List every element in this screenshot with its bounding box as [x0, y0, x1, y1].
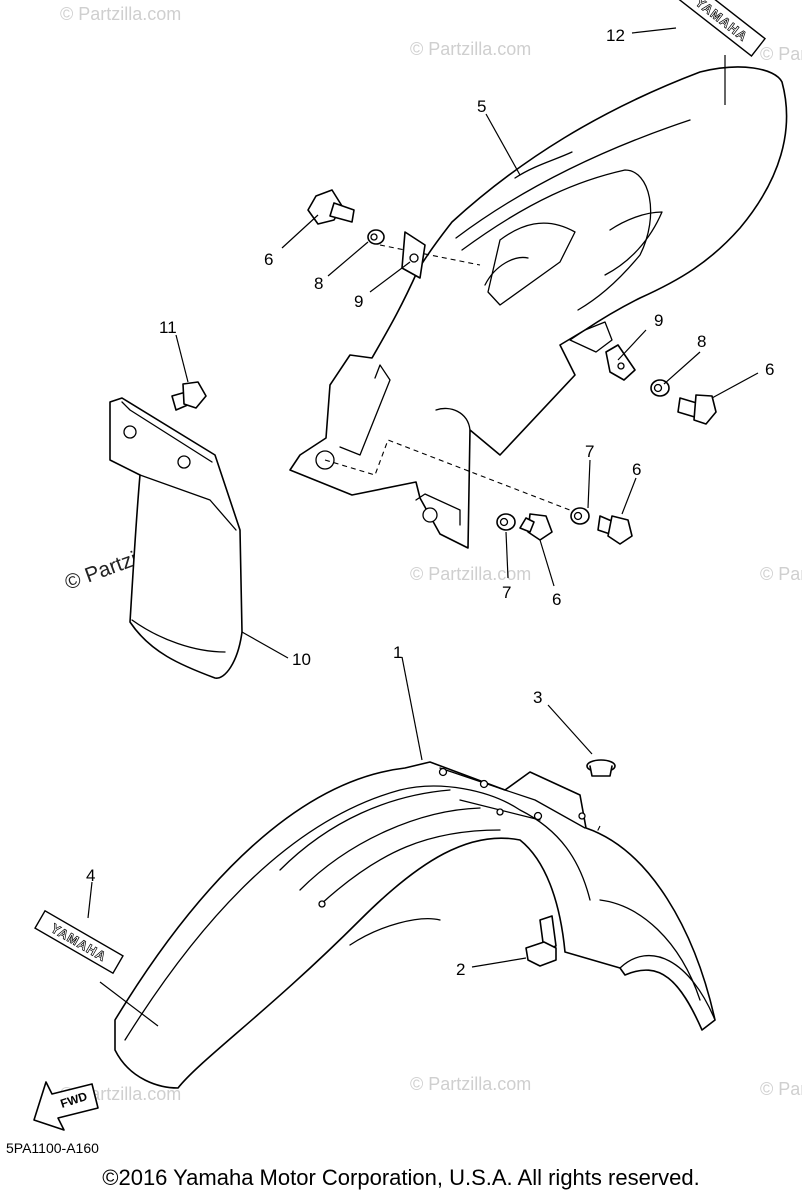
- callout-10: 10: [292, 650, 311, 669]
- callout-3: 3: [533, 688, 542, 707]
- bolt-2: [525, 915, 557, 967]
- diagram-code: 5PA1100-A160: [6, 1140, 99, 1156]
- callout-7: 7: [585, 442, 594, 461]
- callout-5: 5: [477, 97, 486, 116]
- watermark: © Partzilla.com: [410, 564, 531, 584]
- bolt-6-upper-left: [307, 189, 355, 225]
- watermark: © Partzilla.com: [410, 39, 531, 59]
- collar-8-left: [367, 229, 385, 245]
- nut-9-left: [401, 231, 426, 279]
- bolt-6-lower-right: [597, 515, 633, 545]
- forward-arrow-icon: FWD: [33, 1081, 99, 1131]
- watermark: © Partzilla.com: [410, 1074, 531, 1094]
- callout-12: 12: [606, 26, 625, 45]
- callouts: 12 5 6 8 9 11 9 8 6 7 6 7 6 10 1 3 4 2: [86, 26, 774, 979]
- watermark: © Partzilla.com: [760, 1079, 802, 1099]
- front-brand-decal: [34, 909, 124, 975]
- collar-7-lower: [496, 513, 516, 531]
- nut-9-right: [605, 344, 636, 381]
- callout-4: 4: [86, 866, 95, 885]
- leader-lines: [87, 27, 759, 1027]
- grommet-3: [586, 759, 616, 777]
- rear-fender: YAMAHA: [289, 0, 788, 549]
- copyright-notice: ©2016 Yamaha Motor Corporation, U.S.A. A…: [102, 1165, 700, 1190]
- bolt-6-lower: [519, 513, 553, 541]
- callout-6: 6: [632, 460, 641, 479]
- callout-7: 7: [502, 583, 511, 602]
- bolt-6-right: [677, 394, 717, 425]
- front-fender: YAMAHA: [34, 761, 716, 1089]
- callout-6: 6: [264, 250, 273, 269]
- watermark: © Partzilla.com: [60, 4, 181, 24]
- callout-11: 11: [159, 318, 177, 337]
- callout-6: 6: [765, 360, 774, 379]
- rear-brand-decal: [677, 0, 767, 57]
- watermark: © Partzilla.com: [760, 564, 802, 584]
- callout-8: 8: [697, 332, 706, 351]
- watermark: © Partzilla.com: [760, 44, 802, 64]
- callout-6: 6: [552, 590, 561, 609]
- screw-11: [171, 381, 207, 411]
- mud-flap: [109, 397, 243, 679]
- callout-9: 9: [354, 292, 363, 311]
- callout-8: 8: [314, 274, 323, 293]
- callout-9: 9: [654, 311, 663, 330]
- callout-2: 2: [456, 960, 465, 979]
- collar-7-right: [570, 507, 590, 525]
- callout-1: 1: [393, 643, 402, 662]
